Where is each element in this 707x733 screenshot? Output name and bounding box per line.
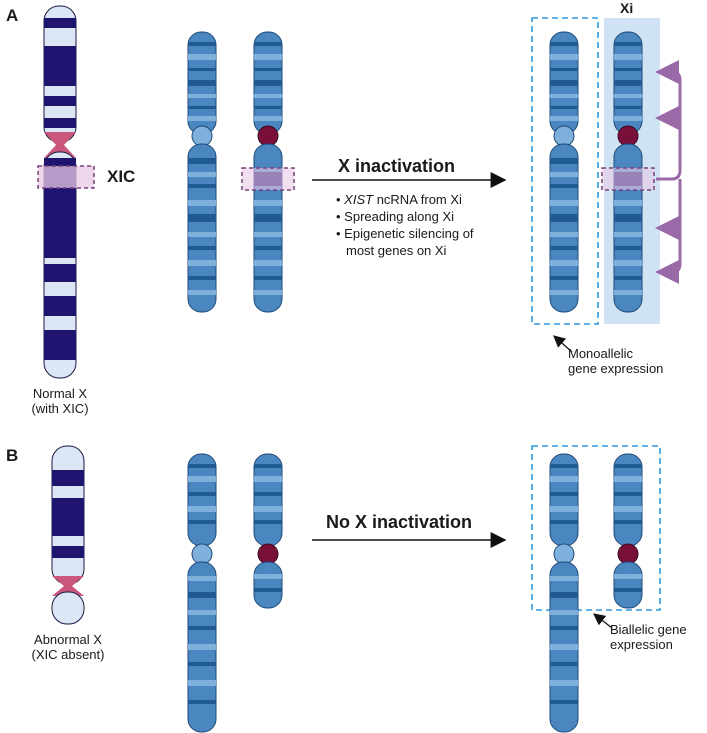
panel-a-x-with-xic-right bbox=[241, 31, 295, 313]
biallelic-caption-line1: Biallelic gene bbox=[610, 622, 687, 637]
biallelic-box bbox=[531, 445, 661, 611]
bullet-xist: • XIST ncRNA from Xi bbox=[336, 192, 462, 207]
xi-label: Xi bbox=[620, 0, 634, 16]
no-x-inactivation-title: No X inactivation bbox=[326, 512, 473, 532]
xic-label: XIC bbox=[107, 167, 136, 186]
normal-x-caption: Normal X (with XIC) bbox=[10, 386, 110, 416]
bullet-silencing-text: Epigenetic silencing of bbox=[344, 226, 474, 241]
panel-a-result-active-x bbox=[549, 31, 579, 313]
normal-x-caption-line2: (with XIC) bbox=[31, 401, 89, 416]
monoallelic-pointer bbox=[553, 335, 573, 353]
bullet-silencing: • Epigenetic silencing of bbox=[336, 226, 474, 241]
spreading-arrows bbox=[655, 60, 682, 284]
panel-b-abnormal-x bbox=[253, 453, 283, 609]
bullet-xist-text: ncRNA from Xi bbox=[373, 192, 462, 207]
x-inactivation-title: X inactivation bbox=[338, 156, 456, 176]
panel-label-a: A bbox=[6, 6, 19, 25]
panel-b-normal-x bbox=[187, 453, 217, 733]
monoallelic-caption-line2: gene expression bbox=[568, 361, 664, 376]
biallelic-caption: Biallelic gene expression bbox=[610, 622, 707, 652]
panel-a-result-xi bbox=[601, 31, 655, 313]
biallelic-caption-line2: expression bbox=[610, 637, 673, 652]
bullet-xist-italic: XIST bbox=[344, 192, 374, 207]
abnormal-x-caption-line1: Abnormal X bbox=[34, 632, 102, 647]
abnormal-x-caption-line2: (XIC absent) bbox=[31, 647, 105, 662]
bullet-spreading-text: Spreading along Xi bbox=[344, 209, 455, 224]
panel-label-b: B bbox=[6, 446, 19, 465]
monoallelic-caption-line1: Monoallelic bbox=[568, 346, 634, 361]
normal-x-caption-line1: Normal X bbox=[32, 386, 88, 401]
bullet-silencing-cont: most genes on Xi bbox=[346, 243, 447, 258]
panel-b-result-normal-x bbox=[549, 453, 579, 733]
biallelic-pointer bbox=[593, 613, 613, 629]
bullet-spreading: • Spreading along Xi bbox=[336, 209, 455, 224]
abnormal-x-ideogram bbox=[51, 445, 85, 625]
normal-x-ideogram bbox=[37, 5, 95, 379]
abnormal-x-caption: Abnormal X (XIC absent) bbox=[16, 632, 120, 662]
panel-a-active-x-left bbox=[187, 31, 217, 313]
panel-b-result-abnormal-x bbox=[613, 453, 643, 609]
monoallelic-caption: Monoallelic gene expression bbox=[568, 346, 707, 376]
monoallelic-box bbox=[531, 17, 599, 325]
